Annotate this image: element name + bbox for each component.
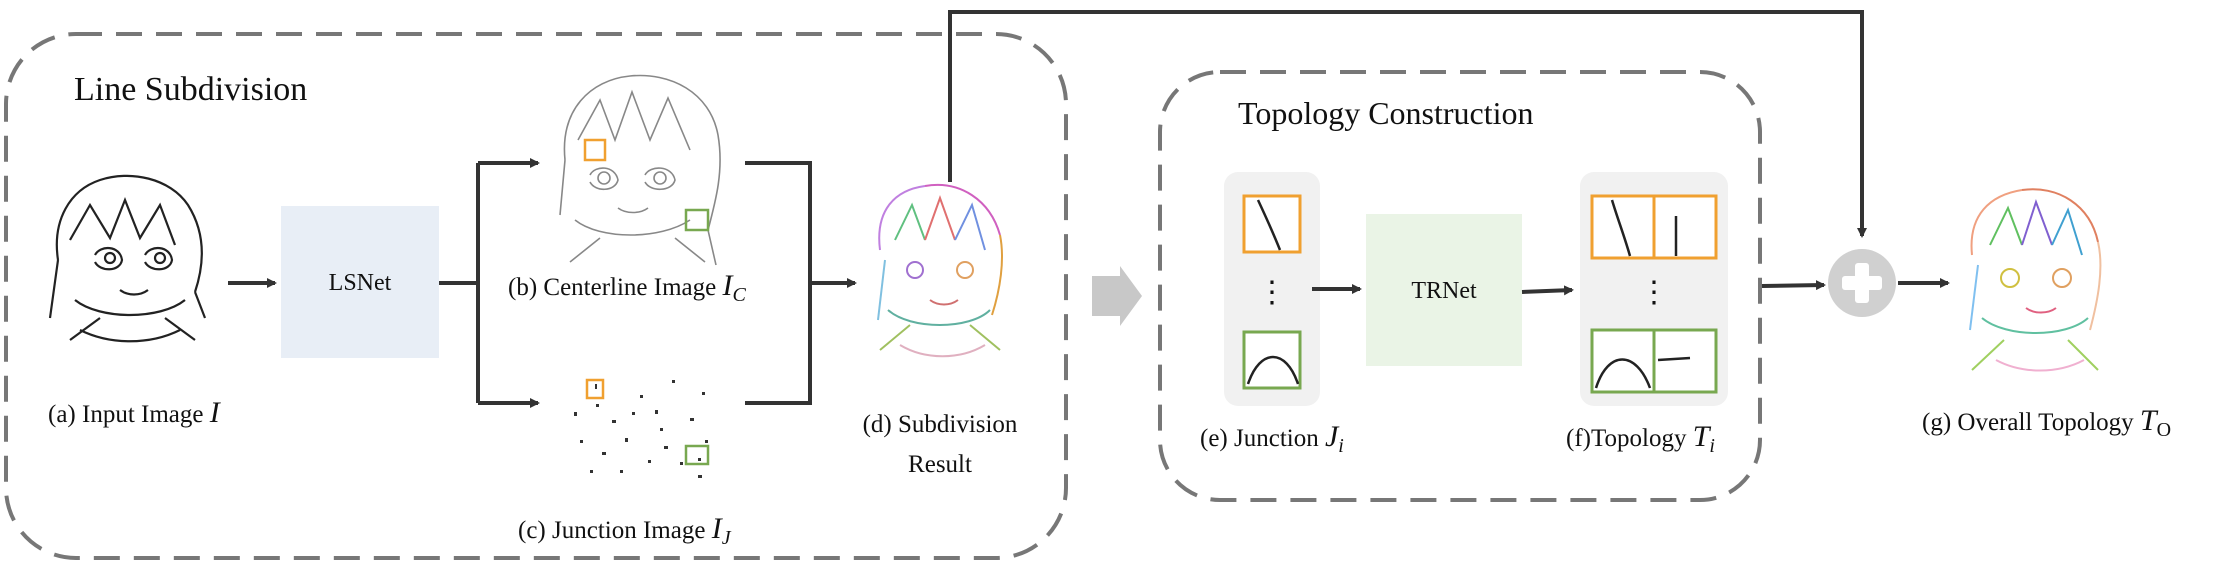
line-subdivision-title: Line Subdivision [74, 71, 307, 108]
line-subdivision-group [4, 32, 1068, 560]
caption-c: (c) Junction Image IJ [518, 512, 732, 549]
junction-orange-patch [1242, 194, 1302, 254]
junction-green-stroke [1246, 355, 1300, 385]
merge-lines [745, 161, 812, 405]
topology-construction-title: Topology Construction [1238, 95, 1534, 131]
arrow-topology-to-plus [1761, 280, 1826, 291]
caption-e: (e) Junction Ji [1200, 420, 1344, 457]
trnet-box [1366, 214, 1522, 366]
topology-construction-group [1158, 70, 1762, 502]
skip-connection [948, 10, 1867, 238]
lsnet-box [281, 206, 439, 358]
junction-green-patch [1242, 330, 1302, 390]
topology-green-patch-1 [1590, 328, 1656, 394]
overall-topology-sketch [1969, 188, 2102, 372]
topology-ellipsis: ⋮ [1639, 276, 1669, 309]
arrow-trnet-to-topology [1521, 285, 1574, 296]
topology-orange-stroke-1 [1610, 199, 1632, 257]
topology-green-stroke-2 [1657, 356, 1691, 362]
junction-ellipsis: ⋮ [1257, 276, 1287, 309]
caption-d-line1: (d) Subdivision [863, 411, 1018, 438]
topology-green-stroke-1 [1594, 358, 1652, 389]
trnet-label: TRNet [1411, 278, 1477, 304]
topology-orange-patch-2 [1652, 194, 1718, 260]
junction-orange-stroke [1256, 199, 1282, 251]
centerline-orange-marker [583, 138, 607, 162]
plus-operator-icon [1828, 249, 1896, 317]
centerline-green-marker [684, 208, 710, 232]
caption-g: (g) Overall Topology TO [1922, 404, 2171, 441]
subdivision-result-sketch [877, 184, 1003, 358]
centerline-image-sketch [559, 74, 721, 266]
branch-lsnet [439, 163, 480, 403]
caption-f: (f)Topology Ti [1566, 420, 1715, 457]
junction-image-dots [574, 380, 708, 478]
junction-green-marker [684, 444, 710, 466]
junction-orange-marker [585, 378, 605, 400]
caption-a: (a) Input Image I [48, 396, 222, 429]
caption-d-line2: Result [908, 451, 972, 478]
input-image-sketch [48, 174, 207, 343]
topology-orange-patch-1 [1590, 194, 1656, 260]
lsnet-label: LSNet [329, 270, 392, 296]
caption-b: (b) Centerline Image IC [508, 269, 747, 306]
topology-green-patch-2 [1652, 328, 1718, 394]
grey-transition-arrow [1092, 266, 1142, 326]
